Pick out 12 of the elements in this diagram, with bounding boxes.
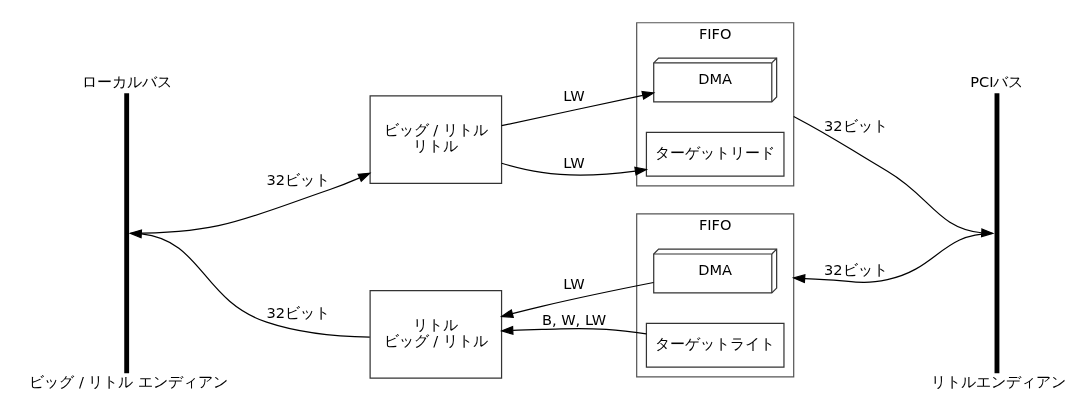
node-label: ビッグ / リトル エンディアン xyxy=(28,373,228,391)
node-label: リトルエンディアン xyxy=(930,373,1066,391)
edge-label: LW xyxy=(562,274,585,292)
edge-label: B, W, LW xyxy=(541,311,606,329)
node-label: ローカルバス xyxy=(81,72,172,90)
node-label: PCIバス xyxy=(969,72,1023,90)
edge-label: 32ビット xyxy=(266,171,330,189)
edge-label: 32ビット xyxy=(823,261,888,279)
edge-label: LW xyxy=(562,154,585,172)
edge-label: 32ビット xyxy=(266,304,330,322)
edge-label: LW xyxy=(562,87,585,105)
edge-label: 32ビット xyxy=(823,116,888,134)
